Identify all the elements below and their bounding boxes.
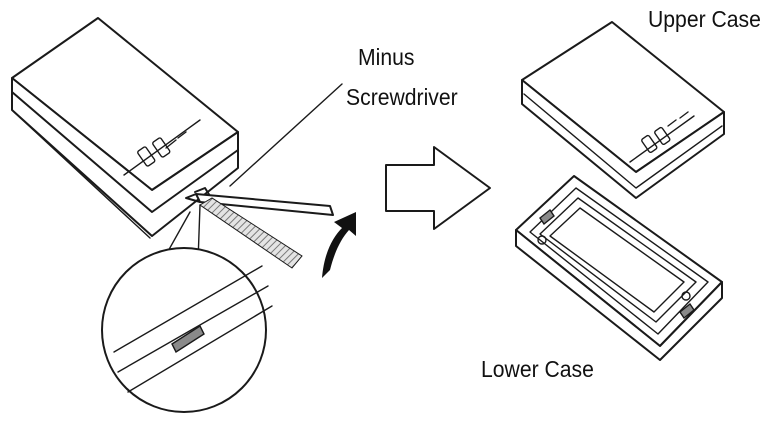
- lift-arrow-icon: [322, 212, 356, 278]
- minus-label: Minus: [358, 44, 414, 70]
- lower-case-label: Lower Case: [481, 356, 594, 382]
- screwdriver-label: Screwdriver: [346, 84, 458, 110]
- lower-case-part: [516, 176, 722, 360]
- upper-case-label: Upper Case: [648, 6, 761, 32]
- upper-case-part: [522, 22, 724, 198]
- right-arrow-icon: [386, 147, 490, 229]
